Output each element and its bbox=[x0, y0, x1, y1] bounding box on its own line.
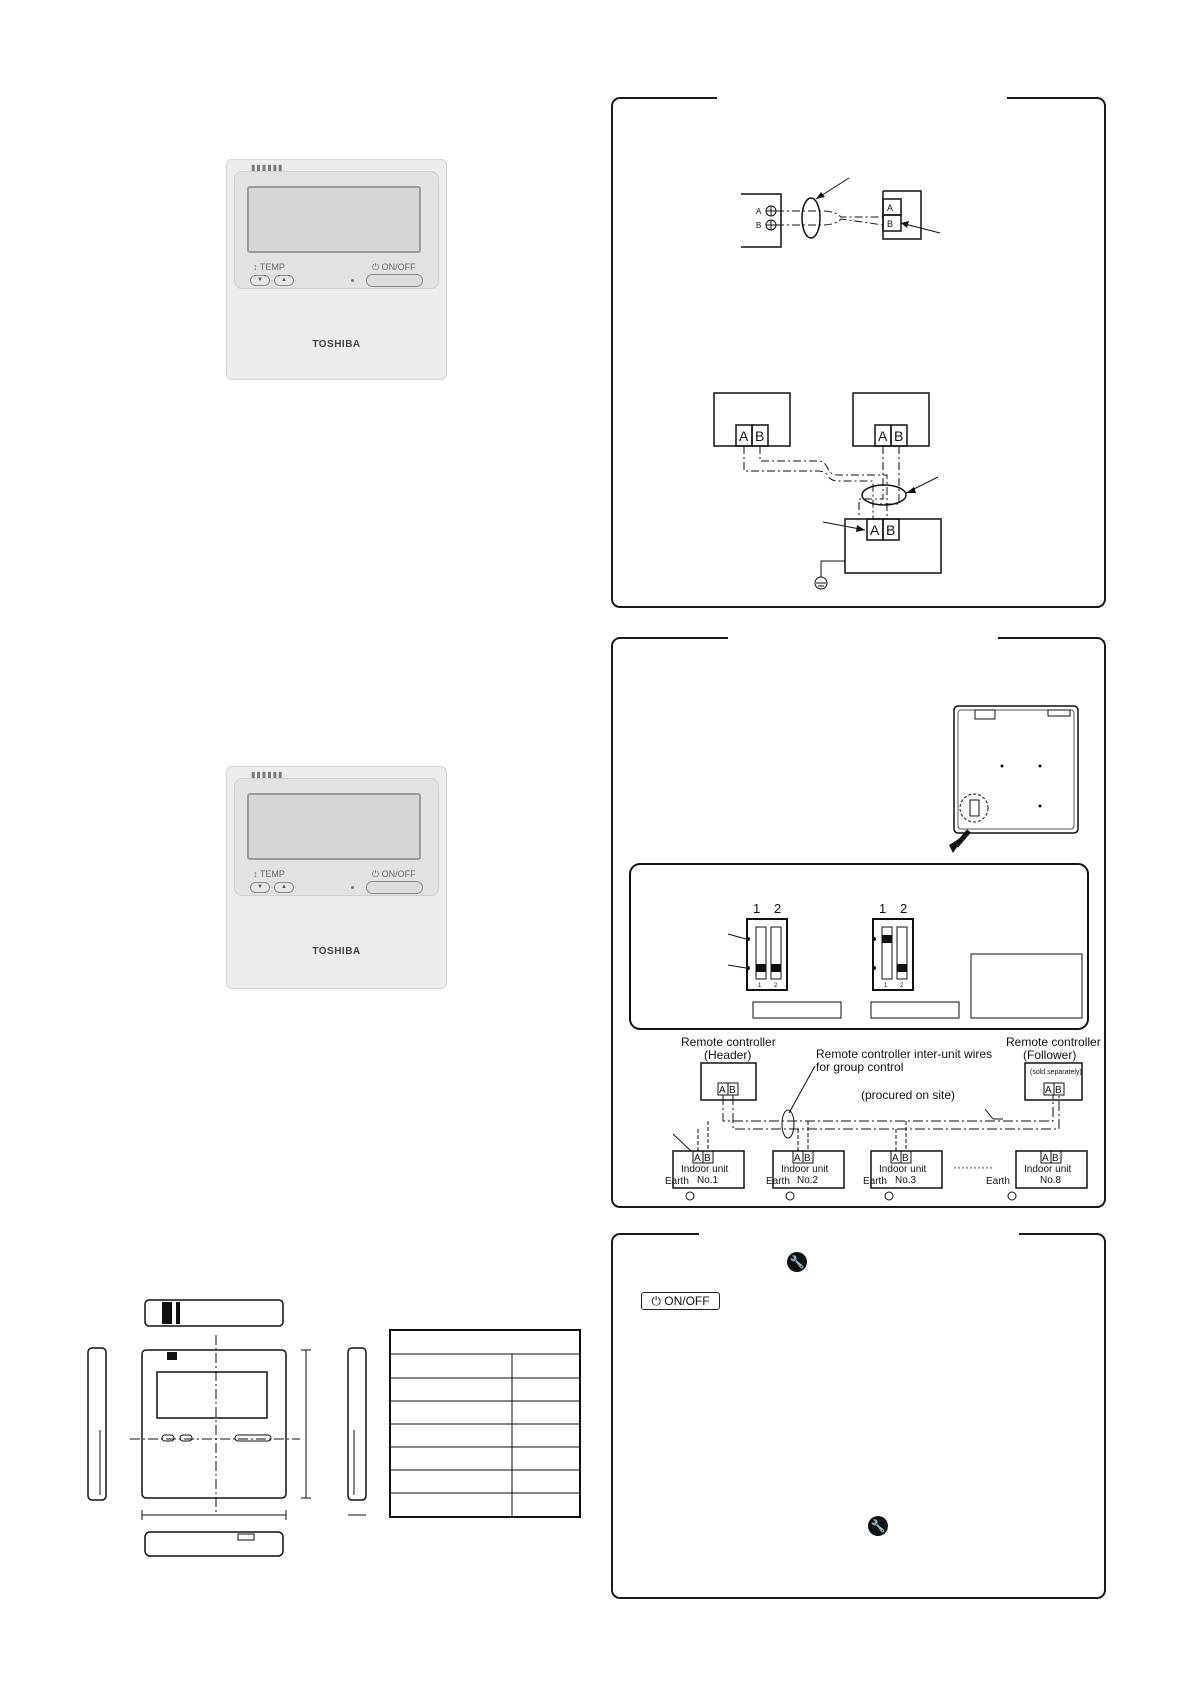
svg-text:··········: ·········· bbox=[953, 1160, 993, 1174]
temp-down-button: ▼ bbox=[250, 275, 270, 286]
svg-text:B: B bbox=[804, 1153, 811, 1164]
indoor-unit-8: A B Indoor unit No.8 Earth bbox=[986, 1150, 1088, 1201]
earth-icon bbox=[814, 576, 828, 590]
remote-terminal-b: B bbox=[886, 522, 895, 538]
terminal-b-box: B bbox=[887, 219, 893, 229]
temp-up-button: ▲ bbox=[274, 882, 294, 893]
remote-temp-label: ↕ TEMP bbox=[253, 869, 285, 879]
group-control-diagram: 1 2 1 2 1 2 1 2 Remote controller (Heade… bbox=[629, 705, 1101, 1201]
earth-label-2: Earth bbox=[766, 1176, 790, 1187]
temp-up-button: ▲ bbox=[274, 275, 294, 286]
wrench-icon: 🔧 bbox=[868, 1516, 888, 1536]
follower-remote-label: Remote controller bbox=[1006, 1035, 1101, 1049]
svg-text:B: B bbox=[1052, 1153, 1059, 1164]
dip-right-sub-1: 1 bbox=[884, 983, 888, 989]
header-remote-label: Remote controller bbox=[681, 1035, 776, 1049]
dip-left-num-1: 1 bbox=[753, 901, 760, 916]
svg-text:A: A bbox=[719, 1085, 726, 1096]
wiring-diagrams: A B A B A B A B bbox=[713, 177, 942, 590]
onoff-key: ⏻ ON/OFF bbox=[641, 1292, 720, 1310]
earth-icon bbox=[785, 1191, 795, 1201]
remote-onoff-label: ⏻ ON/OFF bbox=[372, 869, 416, 879]
remote-temp-label: ↕ TEMP bbox=[253, 262, 285, 272]
indoor-unit-2: A B Indoor unit No.2 Earth bbox=[766, 1121, 845, 1201]
svg-text:Indoor unit: Indoor unit bbox=[1024, 1164, 1071, 1175]
unit1-terminal-b: B bbox=[755, 428, 764, 444]
terminal-a-label: A bbox=[756, 207, 762, 216]
onoff-button bbox=[366, 881, 423, 894]
svg-text:No.3: No.3 bbox=[895, 1175, 917, 1186]
svg-text:Indoor unit: Indoor unit bbox=[681, 1164, 728, 1175]
svg-text:B: B bbox=[902, 1153, 909, 1164]
remote-brand-logo: TOSHIBA bbox=[312, 339, 361, 350]
unit2-terminal-b: B bbox=[894, 428, 903, 444]
remote-controller-photo-top: ▮▮▮▮▮▮ ↕ TEMP ⏻ ON/OFF ▼ ▲ TOSHIBA bbox=[226, 159, 447, 380]
header-remote-sub: (Header) bbox=[704, 1048, 751, 1062]
wrench-icon: 🔧 bbox=[787, 1252, 807, 1272]
svg-text:No.8: No.8 bbox=[1040, 1175, 1062, 1186]
svg-text:Indoor unit: Indoor unit bbox=[781, 1164, 828, 1175]
earth-label-8: Earth bbox=[986, 1176, 1010, 1187]
remote-led bbox=[351, 279, 354, 282]
dip-right-num-1: 1 bbox=[879, 901, 886, 916]
follower-remote-sub: (Follower) bbox=[1023, 1048, 1076, 1062]
onoff-button bbox=[366, 274, 423, 287]
unit1-terminal-a: A bbox=[739, 428, 749, 444]
earth-label-3: Earth bbox=[863, 1176, 887, 1187]
svg-text:A: A bbox=[1045, 1085, 1052, 1096]
wiring-panel: A B A B A B A B bbox=[611, 95, 1106, 608]
svg-text:B: B bbox=[1055, 1085, 1062, 1096]
svg-text:B: B bbox=[704, 1153, 711, 1164]
wires-label: Remote controller inter-unit wires bbox=[816, 1047, 992, 1061]
earth-label-1: Earth bbox=[665, 1176, 689, 1187]
svg-text:A: A bbox=[1042, 1153, 1049, 1164]
earth-icon bbox=[685, 1191, 695, 1201]
remote-controller-photo-middle: ▮▮▮▮▮▮ ↕ TEMP ⏻ ON/OFF ▼ ▲ TOSHIBA bbox=[226, 766, 447, 989]
group-control-panel: 1 2 1 2 1 2 1 2 Remote controller (Heade… bbox=[611, 635, 1106, 1208]
svg-text:Indoor unit: Indoor unit bbox=[879, 1164, 926, 1175]
settings-panel bbox=[611, 1231, 1106, 1599]
sold-separately-label: (sold separately) bbox=[1030, 1069, 1082, 1076]
remote-onoff-label: ⏻ ON/OFF bbox=[372, 262, 416, 272]
svg-text:B: B bbox=[729, 1085, 736, 1096]
remote-vents: ▮▮▮▮▮▮ bbox=[251, 163, 284, 172]
earth-icon bbox=[884, 1191, 894, 1201]
remote-lcd-screen bbox=[247, 186, 421, 253]
svg-text:No.2: No.2 bbox=[797, 1175, 819, 1186]
wires-label-2: for group control bbox=[816, 1060, 903, 1074]
temp-down-button: ▼ bbox=[250, 882, 270, 893]
terminal-a-box: A bbox=[887, 203, 893, 213]
remote-brand-logo: TOSHIBA bbox=[312, 946, 361, 957]
dimensions-drawing bbox=[87, 1299, 581, 1557]
terminal-b-label: B bbox=[756, 221, 761, 230]
unit2-terminal-a: A bbox=[878, 428, 888, 444]
dip-right-sub-2: 2 bbox=[900, 983, 904, 989]
remote-lcd-screen bbox=[247, 793, 421, 860]
svg-text:A: A bbox=[892, 1153, 899, 1164]
procured-label: (procured on site) bbox=[861, 1088, 955, 1102]
svg-text:A: A bbox=[694, 1153, 701, 1164]
earth-icon bbox=[1007, 1191, 1017, 1201]
dip-left-sub-1: 1 bbox=[758, 983, 762, 989]
dip-left-sub-2: 2 bbox=[774, 983, 778, 989]
dip-left-num-2: 2 bbox=[774, 901, 781, 916]
indoor-unit-3: A B Indoor unit No.3 Earth bbox=[863, 1121, 943, 1201]
svg-text:A: A bbox=[794, 1153, 801, 1164]
remote-led bbox=[351, 886, 354, 889]
indoor-unit-1: A B Indoor unit No.1 Earth bbox=[665, 1121, 745, 1201]
remote-terminal-a: A bbox=[870, 522, 880, 538]
dip-right-num-2: 2 bbox=[900, 901, 907, 916]
remote-vents: ▮▮▮▮▮▮ bbox=[251, 770, 284, 779]
svg-text:No.1: No.1 bbox=[697, 1175, 719, 1186]
